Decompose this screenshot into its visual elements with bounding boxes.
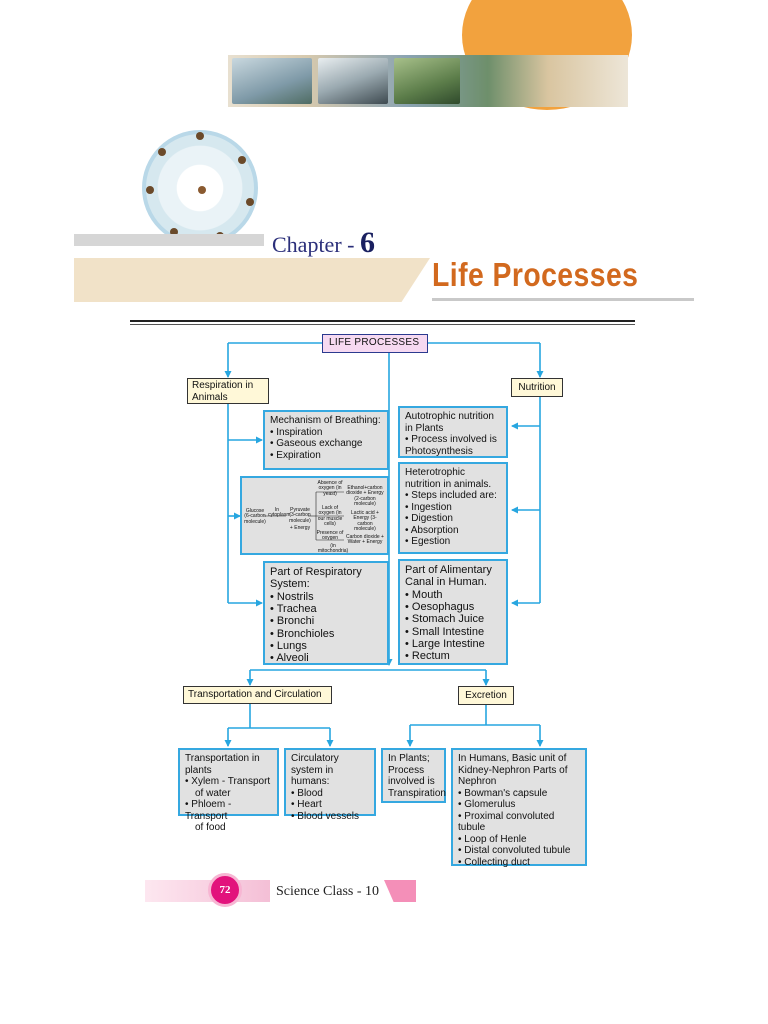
autotrophic-title: Autotrophic nutrition in Plants — [405, 411, 494, 434]
excretion-heading: Excretion — [458, 686, 514, 705]
carbon-dioxide-output: Carbon dioxide + Water + Energy — [346, 534, 384, 546]
plant-photo — [394, 58, 460, 104]
presence-oxygen-label: Presence of oxygen — [316, 530, 344, 542]
list-item: Nostrils — [270, 591, 382, 603]
respiration-pathway-diagram: Glucose (6-carbon molecule) In cytoplasm… — [240, 476, 389, 555]
list-item: Digestion — [405, 513, 501, 525]
microscope-photo — [318, 58, 388, 104]
list-item: Gaseous exchange — [270, 438, 382, 450]
list-item: Collecting duct — [458, 857, 580, 869]
list-item: Ingestion — [405, 502, 501, 514]
energy-label: + Energy — [289, 525, 311, 531]
chapter-label: Chapter - — [272, 232, 360, 257]
list-item: Glomerulus — [458, 799, 580, 811]
nutrition-heading: Nutrition — [511, 378, 563, 397]
list-item: Bronchioles — [270, 628, 382, 640]
circulatory-system-title: Circulatory system in humans: — [291, 753, 339, 787]
divider — [130, 320, 635, 322]
list-item: of water — [195, 787, 231, 799]
list-item: Bowman's capsule — [458, 788, 580, 800]
respiration-heading: Respiration in Animals — [187, 378, 269, 404]
list-item: Steps included are: — [405, 490, 501, 502]
heterotrophic-box: Heterotrophic nutrition in animals. Step… — [398, 462, 508, 554]
ethanol-output: Ethanol+carbon dioxide + Energy (2-carbo… — [346, 485, 384, 507]
absence-oxygen-label: Absence of oxygen (in yeast) — [317, 480, 343, 497]
list-item: Small Intestine — [405, 626, 501, 638]
book-title: Science Class - 10 — [276, 884, 380, 899]
cytoplasm-label: In cytoplasm — [268, 507, 291, 519]
page-title: Life Processes — [432, 256, 639, 293]
mitochondria-label: (in mitochondria) — [317, 543, 349, 555]
plant-transport-box: Transportation in plants Xylem - Transpo… — [178, 748, 279, 833]
page-number-badge: 72 — [208, 873, 242, 907]
plant-transport-title: Transportation in plants — [185, 753, 260, 776]
list-item: Blood vessels — [291, 811, 369, 823]
heterotrophic-title: Heterotrophic nutrition in animals. — [405, 467, 492, 490]
list-item: Stomach Juice — [405, 613, 501, 625]
lactic-acid-output: Lactic acid + Energy (3-carbon molecule) — [351, 510, 379, 532]
list-item: Heart — [291, 799, 369, 811]
respiratory-system-title: Part of Respiratory System: — [270, 566, 362, 591]
pyruvate-label: Pyruvate (3-carbon molecule) — [289, 507, 311, 524]
list-item: Phloem - Transport — [185, 799, 272, 822]
list-item: Alveoli — [270, 652, 382, 664]
alimentary-canal-box: Part of Alimentary Canal in Human. Mouth… — [398, 559, 508, 665]
title-underline — [432, 298, 694, 301]
circulatory-system-box: Circulatory system in humans: Blood Hear… — [284, 748, 376, 822]
footer-tab — [384, 880, 416, 902]
life-processes-root: LIFE PROCESSES — [322, 334, 428, 353]
decorative-beige-band — [74, 258, 430, 302]
breathing-title: Mechanism of Breathing: — [270, 415, 381, 426]
breathing-box: Mechanism of Breathing: Inspiration Gase… — [263, 410, 389, 470]
list-item: Egestion — [405, 536, 501, 548]
list-item: Blood — [291, 788, 369, 800]
list-item: Rectum — [405, 650, 501, 662]
list-item: Inspiration — [270, 427, 382, 439]
list-item: Process involved is Photosynthesis — [405, 434, 501, 457]
list-item: Absorption — [405, 525, 501, 537]
decorative-grey-bar — [74, 234, 264, 246]
list-item: Mouth — [405, 589, 501, 601]
plant-excretion-box: In Plants; Process involved is Transpira… — [381, 748, 446, 803]
chapter-heading: Chapter - 6 — [272, 226, 375, 260]
list-item: Lungs — [270, 640, 382, 652]
glucose-label: Glucose (6-carbon molecule) — [244, 508, 266, 525]
list-item: Loop of Henle — [458, 834, 580, 846]
alimentary-canal-title: Part of Alimentary Canal in Human. — [405, 564, 492, 589]
life-cycle-illustration — [142, 130, 258, 246]
list-item: of food — [195, 822, 226, 833]
list-item: Expiration — [270, 450, 382, 462]
list-item: Xylem - Transport — [185, 776, 272, 788]
respiratory-system-box: Part of Respiratory System: Nostrils Tra… — [263, 561, 389, 665]
chapter-number: 6 — [359, 226, 375, 259]
nephron-box: In Humans, Basic unit of Kidney-Nephron … — [451, 748, 587, 869]
pathway-arrows — [264, 491, 344, 541]
autotrophic-box: Autotrophic nutrition in Plants Process … — [398, 406, 508, 458]
list-item: Large Intestine — [405, 638, 501, 650]
list-item: Trachea — [270, 603, 382, 615]
list-item: Proximal convoluted tubule — [458, 811, 580, 834]
dna-photo — [232, 58, 312, 104]
list-item: Bronchi — [270, 615, 382, 627]
list-item: Oesophagus — [405, 601, 501, 613]
transport-heading: Transportation and Circulation — [183, 686, 332, 704]
nephron-title: In Humans, Basic unit of Kidney-Nephron … — [458, 753, 568, 787]
lack-oxygen-label: Lack of oxygen (in our muscle cells) — [317, 505, 343, 527]
divider — [130, 324, 635, 325]
list-item: Distal convoluted tubule — [458, 845, 580, 857]
